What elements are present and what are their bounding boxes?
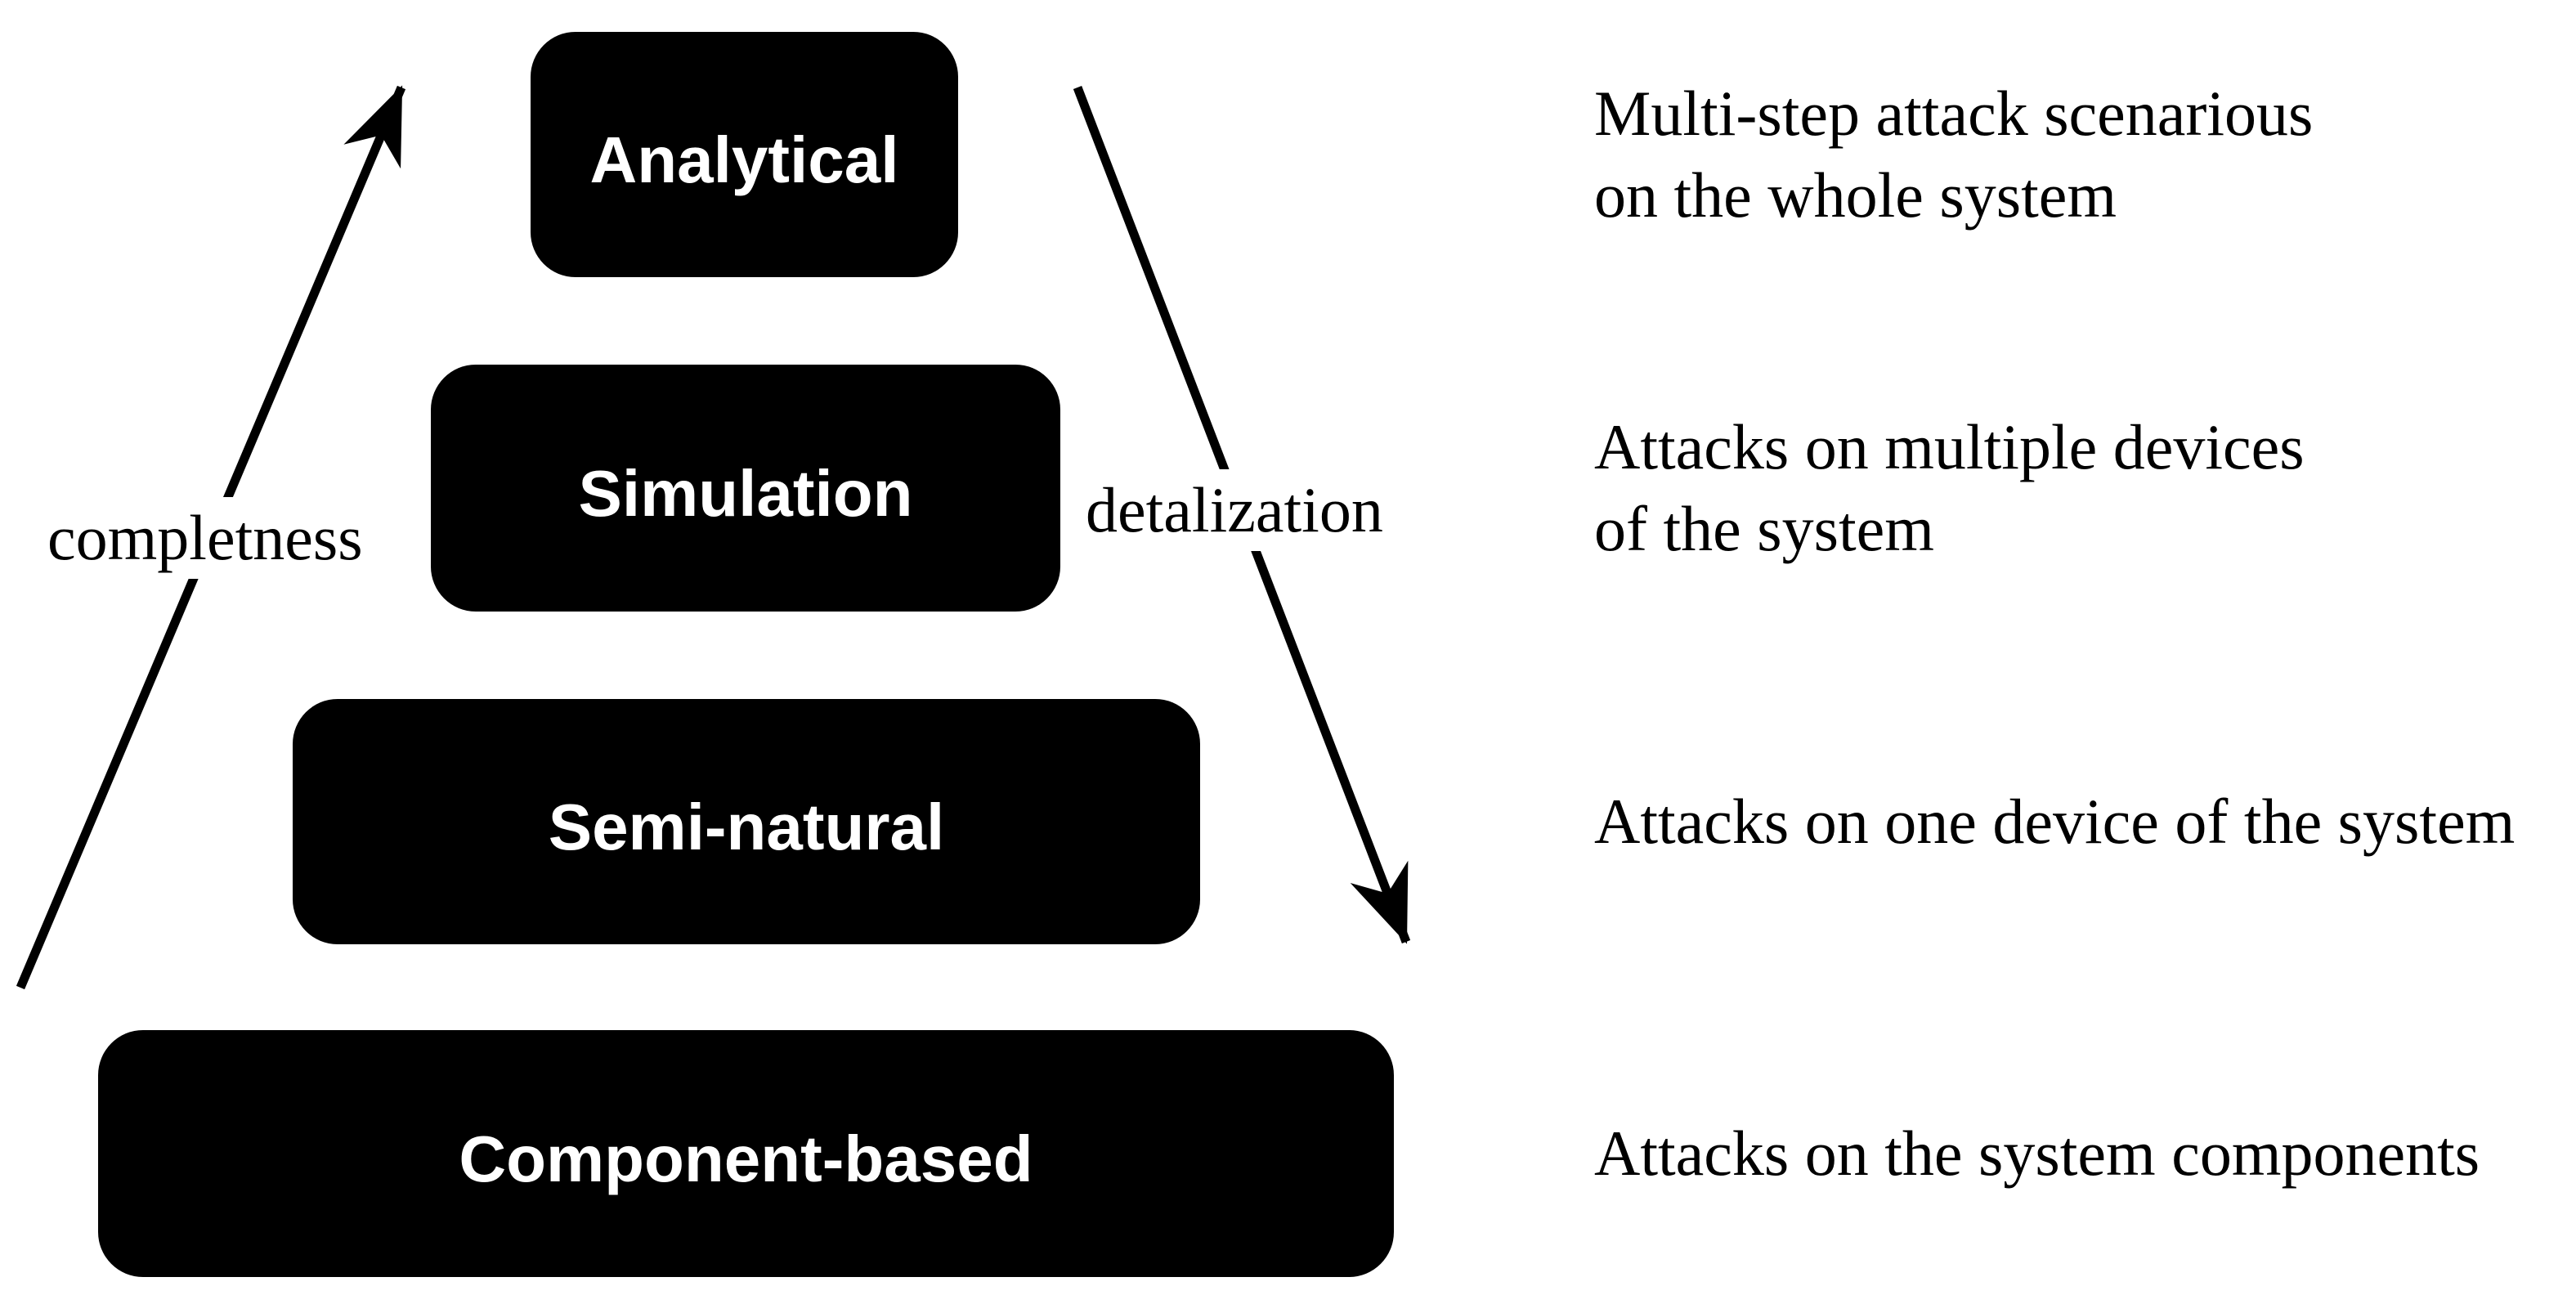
detalization-axis-label: detalization [1077,469,1391,551]
annotation-line: Attacks on one device of the system [1594,786,2516,857]
level-box-component-based: Component-based [98,1030,1394,1277]
level-box-simulation: Simulation [431,365,1060,612]
annotation-line: of the system [1594,493,1934,564]
level-label: Component-based [459,1123,1033,1195]
annotation-component-based: Attacks on the system components [1594,1030,2576,1277]
annotation-analytical: Multi-step attack scenarious on the whol… [1594,32,2576,277]
level-label: Simulation [578,457,913,530]
annotation-line: Attacks on the system components [1594,1118,2480,1189]
annotation-line: Multi-step attack scenarious [1594,78,2314,149]
level-box-semi-natural: Semi-natural [293,699,1200,944]
annotation-line: Attacks on multiple devices [1594,411,2305,482]
annotation-line: on the whole system [1594,159,2117,231]
completeness-axis-label: completness [39,497,371,579]
level-label: Analytical [589,123,899,196]
level-label: Semi-natural [548,791,945,863]
annotation-semi-natural: Attacks on one device of the system [1594,699,2576,944]
annotation-simulation: Attacks on multiple devices of the syste… [1594,365,2576,612]
level-box-analytical: Analytical [531,32,958,277]
